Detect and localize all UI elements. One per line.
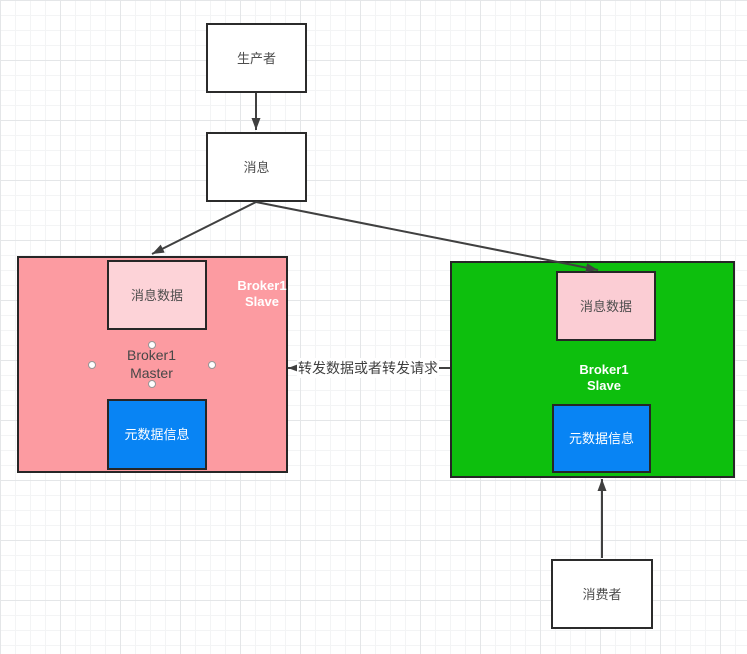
node-producer[interactable]: 生产者 — [206, 23, 307, 93]
connection-handle-right[interactable] — [208, 361, 216, 369]
message-label: 消息 — [243, 159, 270, 175]
broker1-right-title: Broker1 Slave — [579, 362, 629, 393]
connection-handle-bottom[interactable] — [148, 380, 156, 388]
message-data-right-label: 消息数据 — [579, 298, 632, 314]
forward-edge-label[interactable]: 转发数据或者转发请求 — [297, 358, 439, 378]
node-metadata-left[interactable]: 元数据信息 — [107, 399, 207, 470]
connection-handle-top[interactable] — [148, 341, 156, 349]
node-message-data-right[interactable]: 消息数据 — [556, 271, 656, 341]
producer-label: 生产者 — [236, 50, 276, 66]
metadata-left-label: 元数据信息 — [124, 427, 190, 442]
node-message[interactable]: 消息 — [206, 132, 307, 202]
message-data-left-label: 消息数据 — [130, 287, 183, 303]
node-metadata-right[interactable]: 元数据信息 — [552, 404, 651, 473]
broker1-left-title: Broker1 Slave — [237, 278, 287, 309]
broker1-master-label[interactable]: Broker1 Master — [126, 347, 177, 381]
connection-handle-left[interactable] — [88, 361, 96, 369]
node-consumer[interactable]: 消费者 — [551, 559, 653, 629]
arrow-message-to-broker-right[interactable] — [255, 201, 599, 273]
arrow-message-to-broker-left[interactable] — [151, 201, 257, 255]
metadata-right-label: 元数据信息 — [568, 431, 634, 446]
node-message-data-left[interactable]: 消息数据 — [107, 260, 207, 330]
consumer-label: 消费者 — [582, 586, 622, 602]
